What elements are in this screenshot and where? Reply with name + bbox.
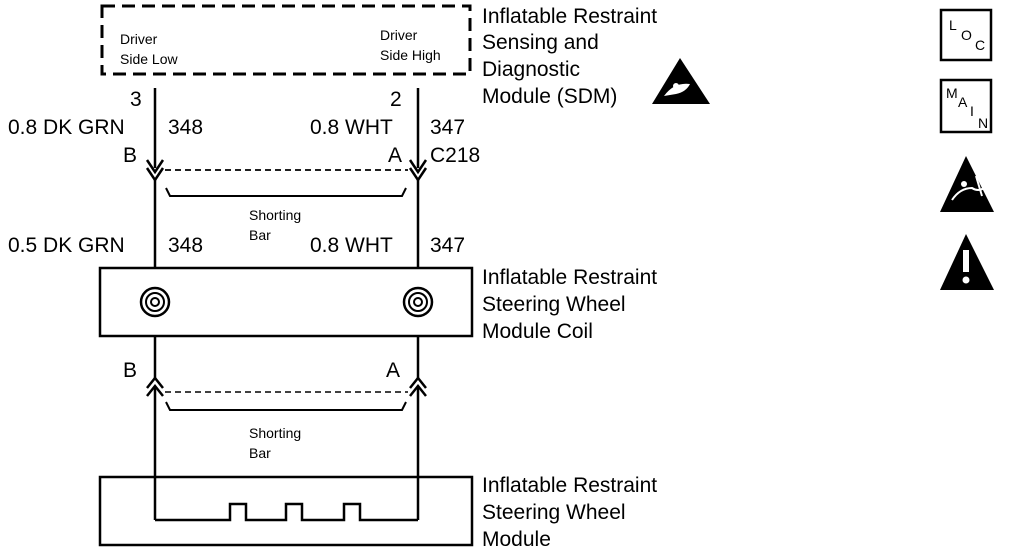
sdm-pin-right-label-1: Driver xyxy=(380,27,418,43)
loc-icon-letter-3: C xyxy=(975,37,985,53)
module-resistor-icon xyxy=(155,502,418,522)
coil-title: Inflatable Restraint Steering Wheel Modu… xyxy=(482,266,657,343)
sdm-title-line-2: Sensing and xyxy=(482,31,599,54)
coil-left-spiral-icon xyxy=(139,286,171,318)
esd-hand-icon xyxy=(652,58,710,104)
sdm-title-line-1: Inflatable Restraint xyxy=(482,5,657,28)
upper-left-pin: 3 xyxy=(130,88,142,111)
sdm-title-line-3: Diagnostic xyxy=(482,58,580,81)
upper-left-circuit: 348 xyxy=(168,116,203,139)
loc-icon-letter-1: L xyxy=(949,17,957,33)
main-icon-letter-1: M xyxy=(946,85,958,101)
upper-labels: 3 2 0.8 DK GRN 348 0.8 WHT 347 B A C218 xyxy=(8,88,480,167)
module-box xyxy=(98,475,474,547)
upper-left-wire-color: 0.8 DK GRN xyxy=(8,116,125,139)
upper-right-wire-color: 0.8 WHT xyxy=(310,116,393,139)
middle-right-circuit: 347 xyxy=(430,234,465,257)
module-title-line-3: Module xyxy=(482,528,551,551)
main-icon-letter-3: I xyxy=(970,103,974,119)
sdm-pin-left-label-2: Side Low xyxy=(120,51,178,67)
coil-right-spiral-icon xyxy=(402,286,434,318)
loc-icon-letter-2: O xyxy=(961,27,972,43)
upper-shorting-bar-label-1: Shorting xyxy=(249,207,301,223)
upper-right-circuit: 347 xyxy=(430,116,465,139)
caution-icon[interactable] xyxy=(940,234,994,290)
sdm-box: Driver Side Low Driver Side High xyxy=(100,4,472,76)
upper-shorting-bar: Shorting Bar xyxy=(165,169,408,243)
middle-right-wire-color: 0.8 WHT xyxy=(310,234,393,257)
main-icon-letter-2: A xyxy=(958,94,968,110)
lower-right-terminal: A xyxy=(386,359,400,382)
middle-labels: 0.5 DK GRN 348 0.8 WHT 347 xyxy=(8,234,465,257)
middle-left-wire-color: 0.5 DK GRN xyxy=(8,234,125,257)
main-icon-letter-4: N xyxy=(978,115,988,131)
lower-left-terminal: B xyxy=(123,359,137,382)
lower-labels: B A xyxy=(123,359,400,382)
loc-icon[interactable]: L O C xyxy=(939,8,993,62)
module-title-line-1: Inflatable Restraint xyxy=(482,474,657,497)
upper-right-pin: 2 xyxy=(390,88,402,111)
lower-shorting-bar: Shorting Bar xyxy=(165,391,408,461)
module-title-line-2: Steering Wheel xyxy=(482,501,626,524)
sdm-title-line-4: Module (SDM) xyxy=(482,85,617,108)
lower-connector-arrows xyxy=(146,375,427,397)
module-title: Inflatable Restraint Steering Wheel Modu… xyxy=(482,474,657,551)
connector-label: C218 xyxy=(430,144,480,167)
esd-warning-icon[interactable] xyxy=(940,156,994,212)
lower-shorting-bar-label-1: Shorting xyxy=(249,425,301,441)
coil-title-line-1: Inflatable Restraint xyxy=(482,266,657,289)
lower-shorting-bar-label-2: Bar xyxy=(249,445,271,461)
sdm-pin-left-label-1: Driver xyxy=(120,31,158,47)
upper-shorting-bar-label-2: Bar xyxy=(249,227,271,243)
upper-left-terminal: B xyxy=(123,144,137,167)
sdm-pin-right-label-2: Side High xyxy=(380,47,441,63)
upper-right-terminal: A xyxy=(388,144,402,167)
main-icon[interactable]: M A I N xyxy=(939,78,993,134)
coil-box xyxy=(98,266,474,338)
sdm-title: Inflatable Restraint Sensing and Diagnos… xyxy=(482,5,657,108)
middle-left-circuit: 348 xyxy=(168,234,203,257)
coil-title-line-2: Steering Wheel xyxy=(482,293,626,316)
coil-title-line-3: Module Coil xyxy=(482,320,593,343)
